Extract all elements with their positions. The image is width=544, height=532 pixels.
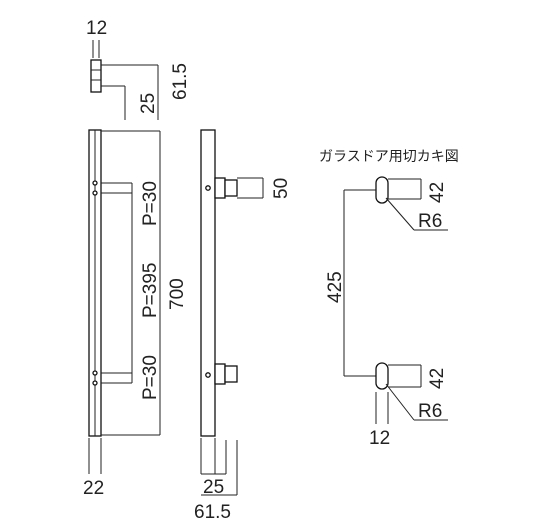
mount-hole — [92, 370, 98, 376]
lower-post-collar — [214, 363, 226, 385]
lower-slot — [375, 362, 389, 390]
dim-radius-bottom: R6 — [418, 401, 442, 422]
mount-hole — [92, 180, 98, 186]
dim-post-height: 50 — [271, 178, 292, 199]
dim-bottom-width: 22 — [83, 478, 104, 499]
upper-slot — [375, 176, 389, 204]
dim-pitch-mid: P=395 — [140, 263, 161, 318]
dim-radius-top: R6 — [418, 211, 442, 232]
dim-top-post-width: 12 — [86, 18, 107, 39]
top-post — [90, 59, 102, 93]
mount-hole — [92, 190, 98, 196]
dim-side-base: 25 — [203, 477, 224, 498]
dim-cut-span: 425 — [325, 271, 346, 303]
dim-total-length: 700 — [167, 278, 188, 310]
handle-bar-side — [200, 129, 216, 437]
upper-post-collar — [214, 177, 226, 199]
dim-cut-bottom: 42 — [427, 368, 448, 389]
cutout-diagram: ガラスドア用切カキ図 42 R6 425 42 R6 12 — [319, 149, 459, 449]
dim-top-length: 61.5 — [170, 63, 191, 100]
top-end-view: 12 25 61.5 — [86, 18, 191, 120]
mount-hole — [92, 380, 98, 386]
lower-post — [224, 365, 238, 383]
dim-cut-width: 12 — [369, 428, 390, 449]
dim-side-length: 61.5 — [194, 502, 231, 523]
upper-post — [224, 179, 238, 197]
dim-top-base: 25 — [138, 93, 159, 114]
side-view: 50 25 61.5 — [194, 129, 292, 523]
front-view: 700 P=30 P=395 P=30 22 — [83, 129, 188, 499]
dim-cut-top: 42 — [427, 182, 448, 203]
dim-pitch-bottom: P=30 — [140, 355, 161, 400]
cutout-caption: ガラスドア用切カキ図 — [319, 149, 459, 165]
screw-hole — [205, 185, 211, 191]
screw-hole — [205, 372, 211, 378]
dim-pitch-top: P=30 — [140, 181, 161, 226]
